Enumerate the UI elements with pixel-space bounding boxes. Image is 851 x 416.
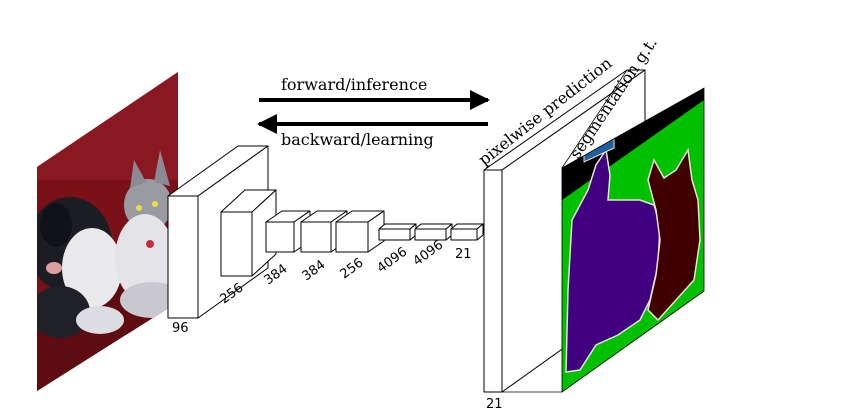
layer-label-5: 256 [338, 256, 367, 283]
forward-label: forward/inference [281, 75, 427, 94]
layer-label-7: 4096 [411, 238, 447, 270]
layer-label-6: 4096 [375, 245, 411, 277]
connector-line-top [561, 69, 628, 169]
input-photo [37, 72, 178, 391]
layer-box-5 [335, 210, 385, 253]
layer-box-2 [220, 189, 277, 277]
layer-box-8 [450, 223, 484, 241]
output-plane-label: 21 [486, 397, 503, 412]
backward-label: backward/learning [281, 130, 434, 149]
layer-label-4: 384 [300, 258, 329, 285]
layer-label-8: 21 [455, 247, 472, 262]
layer-box-6 [378, 223, 417, 241]
layer-box-7 [414, 223, 453, 241]
layer-label-1: 96 [172, 321, 189, 336]
